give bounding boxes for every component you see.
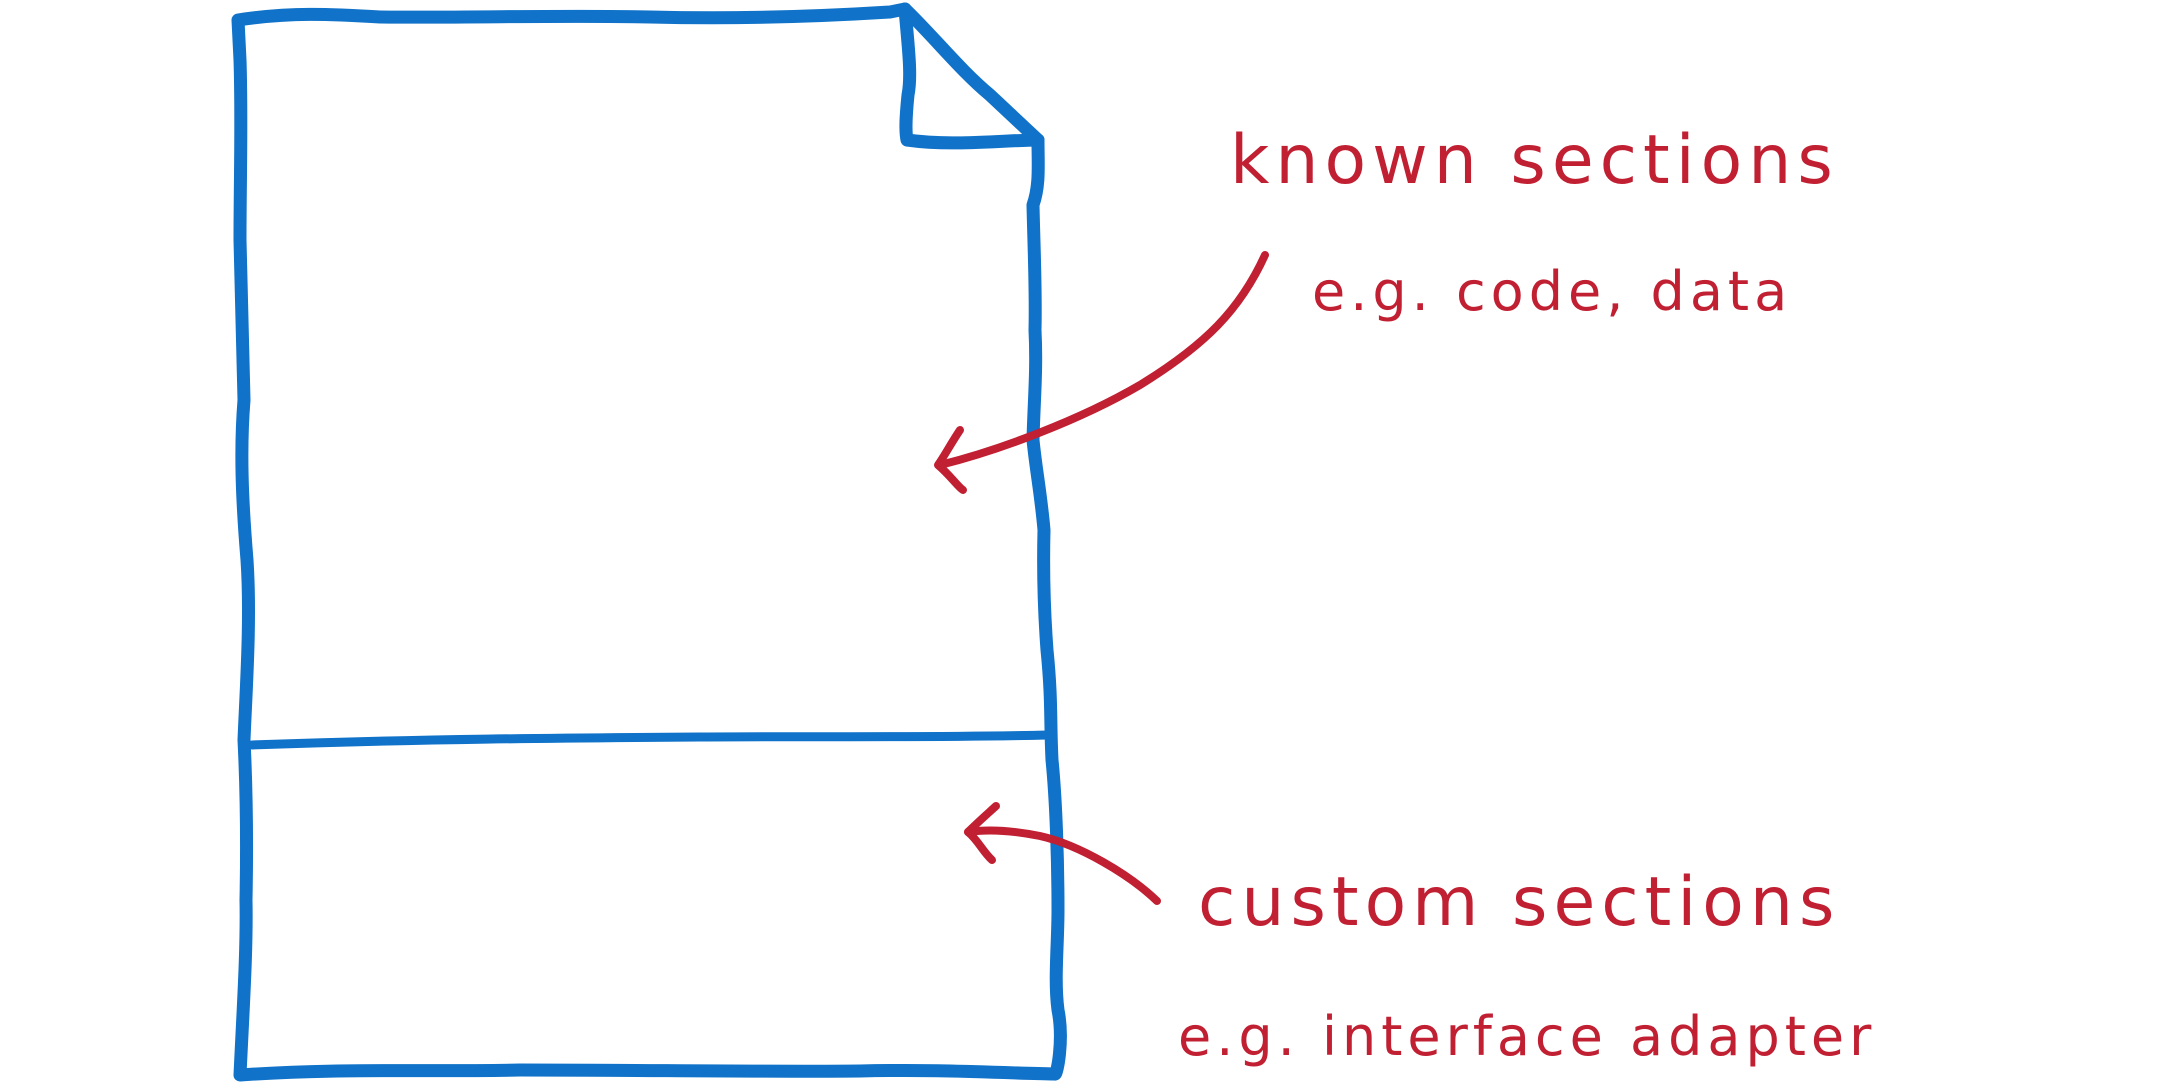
arrow-custom [964,802,1161,905]
arrow-known-head [934,426,967,494]
document-icon [231,2,1067,1082]
known-sections-heading: known sections [1230,121,1839,200]
arrow-custom-head [964,802,1000,864]
custom-sections-example: e.g. interface adapter [1178,1005,1876,1068]
custom-sections-heading: custom sections [1198,863,1840,942]
arrow-known [934,251,1269,494]
arrow-custom-shaft [964,826,1161,905]
section-divider [247,730,1055,750]
document-fold [898,2,1045,150]
known-sections-example: e.g. code, data [1312,260,1792,323]
arrow-known-shaft [936,251,1269,469]
document-outline [231,2,1067,1082]
